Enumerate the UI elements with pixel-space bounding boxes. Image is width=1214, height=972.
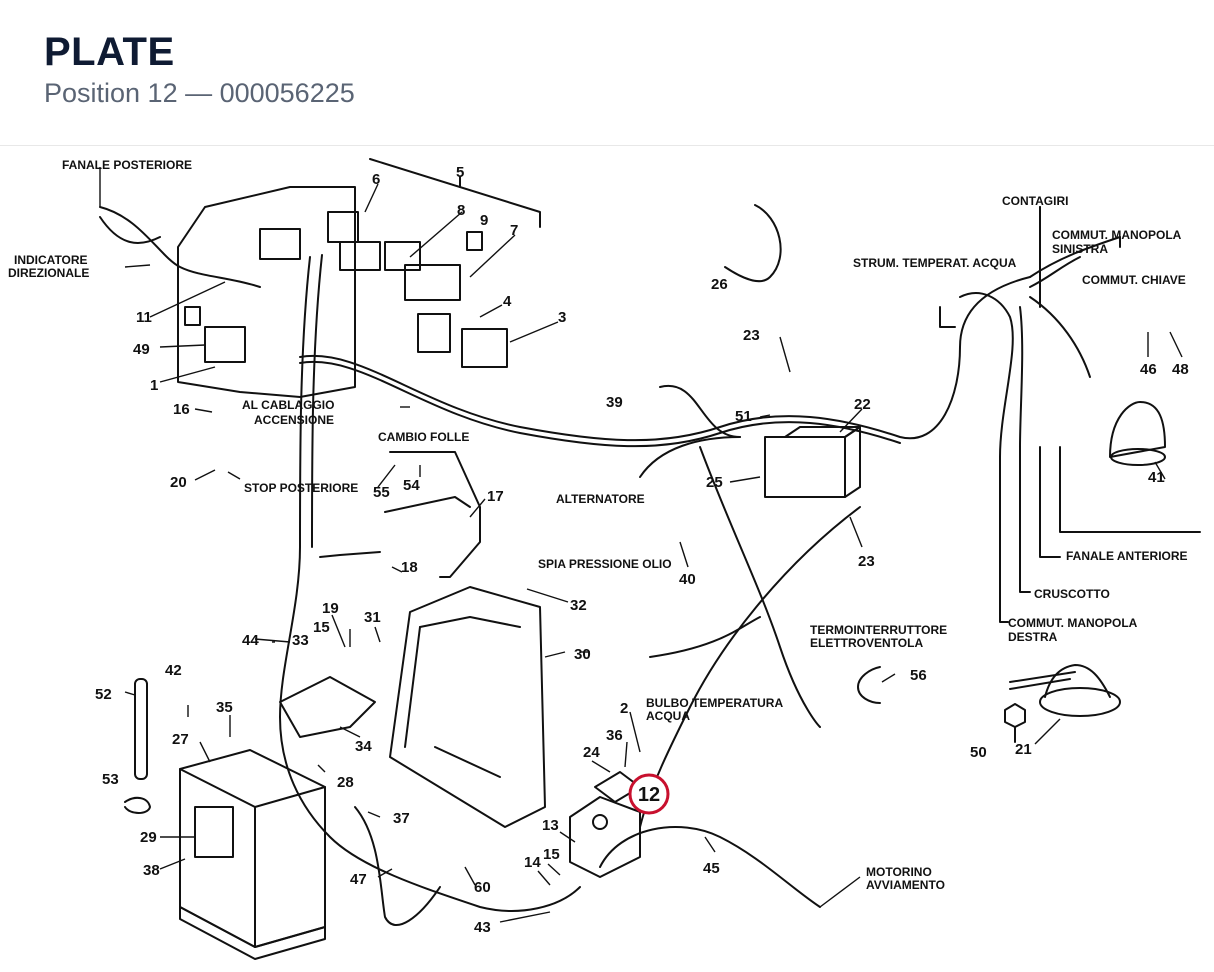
part-number: 6 xyxy=(372,171,380,188)
part-numbers: 1 2 3 4 5 6 7 8 9 11 13 14 15 15 16 17 1… xyxy=(95,164,1189,936)
part-number: 27 xyxy=(172,731,189,748)
label-acqua: ACQUA xyxy=(646,709,690,723)
label-bulbo-temperatura: BULBO TEMPERATURA xyxy=(646,696,783,710)
part-number: 43 xyxy=(474,919,491,936)
part-number: 45 xyxy=(703,860,720,877)
part-number: 29 xyxy=(140,829,157,846)
part-number: 3 xyxy=(558,309,566,326)
part-number: 50 xyxy=(970,744,987,761)
label-strum-temperat-acqua: STRUM. TEMPERAT. ACQUA xyxy=(853,256,1017,270)
part-number: 35 xyxy=(216,699,233,716)
part-number: 60 xyxy=(474,879,491,896)
diagram-lines xyxy=(99,158,1201,960)
label-fanale-anteriore: FANALE ANTERIORE xyxy=(1066,549,1188,563)
part-number: 16 xyxy=(173,401,190,418)
highlight-label[interactable]: 12 xyxy=(638,784,660,806)
part-number: 51 xyxy=(735,408,752,425)
label-sinistra: SINISTRA xyxy=(1052,242,1108,256)
part-number: 25 xyxy=(706,474,723,491)
part-number: 5 xyxy=(456,164,464,181)
part-number: 30 xyxy=(574,646,591,663)
page-subtitle: Position 12 — 000056225 xyxy=(44,78,355,108)
part-number: 48 xyxy=(1172,361,1189,378)
part-number: 34 xyxy=(355,738,372,755)
part-number: 1 xyxy=(150,377,158,394)
label-al-cablaggio: AL CABLAGGIO xyxy=(242,398,334,412)
label-motorino: MOTORINO xyxy=(866,865,932,879)
part-number: 31 xyxy=(364,609,381,626)
highlight-circle[interactable] xyxy=(628,773,670,815)
part-number: 49 xyxy=(133,341,150,358)
label-fanale-posteriore: FANALE POSTERIORE xyxy=(62,158,192,172)
label-termointerruttore: TERMOINTERRUTTORE xyxy=(810,623,947,637)
part-number: 53 xyxy=(102,771,119,788)
label-contagiri: CONTAGIRI xyxy=(1002,194,1068,208)
part-number: 39 xyxy=(606,394,623,411)
label-direzionale: DIREZIONALE xyxy=(8,266,89,280)
part-number: 56 xyxy=(910,667,927,684)
part-number: 23 xyxy=(743,327,760,344)
label-destra: DESTRA xyxy=(1008,630,1058,644)
label-cruscotto: CRUSCOTTO xyxy=(1034,587,1110,601)
leader-lines xyxy=(99,167,1183,923)
part-number: 33 xyxy=(292,632,309,649)
part-number: 44 xyxy=(242,632,259,649)
part-number: 37 xyxy=(393,810,410,827)
label-commut-manopola-sinistra: COMMUT. MANOPOLA xyxy=(1052,228,1182,242)
label-avviamento: AVVIAMENTO xyxy=(866,878,945,892)
part-number: 23 xyxy=(858,553,875,570)
part-number: 2 xyxy=(620,700,628,717)
part-number: 15 xyxy=(543,846,560,863)
label-cambio-folle: CAMBIO FOLLE xyxy=(378,430,469,444)
page-title: PLATE xyxy=(44,30,175,74)
part-number: 52 xyxy=(95,686,112,703)
page-header: PLATE Position 12 — 000056225 xyxy=(0,0,1214,146)
part-number: 14 xyxy=(524,854,541,871)
highlighted-part-12[interactable]: 12 xyxy=(628,773,670,815)
part-number: 8 xyxy=(457,202,465,219)
part-number: 28 xyxy=(337,774,354,791)
part-number: 21 xyxy=(1015,741,1032,758)
part-number: 36 xyxy=(606,727,623,744)
part-number: 42 xyxy=(165,662,182,679)
part-number: 40 xyxy=(679,571,696,588)
part-number: 41 xyxy=(1148,469,1165,486)
part-number: 15 xyxy=(313,619,330,636)
part-number: 9 xyxy=(480,212,488,229)
label-commut-manopola-destra: COMMUT. MANOPOLA xyxy=(1008,616,1138,630)
part-number: 46 xyxy=(1140,361,1157,378)
part-number: 47 xyxy=(350,871,367,888)
part-number: 22 xyxy=(854,396,871,413)
label-indicatore: INDICATORE xyxy=(14,253,88,267)
part-number: 19 xyxy=(322,600,339,617)
part-number: 4 xyxy=(503,293,512,310)
part-number: 32 xyxy=(570,597,587,614)
part-number: 54 xyxy=(403,477,420,494)
part-number: 20 xyxy=(170,474,187,491)
part-number: 17 xyxy=(487,488,504,505)
label-commut-chiave: COMMUT. CHIAVE xyxy=(1082,273,1186,287)
part-number: 11 xyxy=(136,309,152,326)
part-number: 55 xyxy=(373,484,390,501)
part-number: 26 xyxy=(711,276,728,293)
part-number: 13 xyxy=(542,817,559,834)
part-number: 7 xyxy=(510,222,518,239)
label-alternatore: ALTERNATORE xyxy=(556,492,645,506)
label-stop-posteriore: STOP POSTERIORE xyxy=(244,481,358,495)
wiring-diagram: FANALE POSTERIORE INDICATORE DIREZIONALE… xyxy=(8,158,1201,960)
part-number: 38 xyxy=(143,862,160,879)
part-number: 24 xyxy=(583,744,600,761)
part-number: 18 xyxy=(401,559,418,576)
callout-labels: FANALE POSTERIORE INDICATORE DIREZIONALE… xyxy=(8,158,1188,892)
label-spia-pressione-olio: SPIA PRESSIONE OLIO xyxy=(538,557,672,571)
label-accensione: ACCENSIONE xyxy=(254,413,334,427)
label-elettroventola: ELETTROVENTOLA xyxy=(810,636,923,650)
